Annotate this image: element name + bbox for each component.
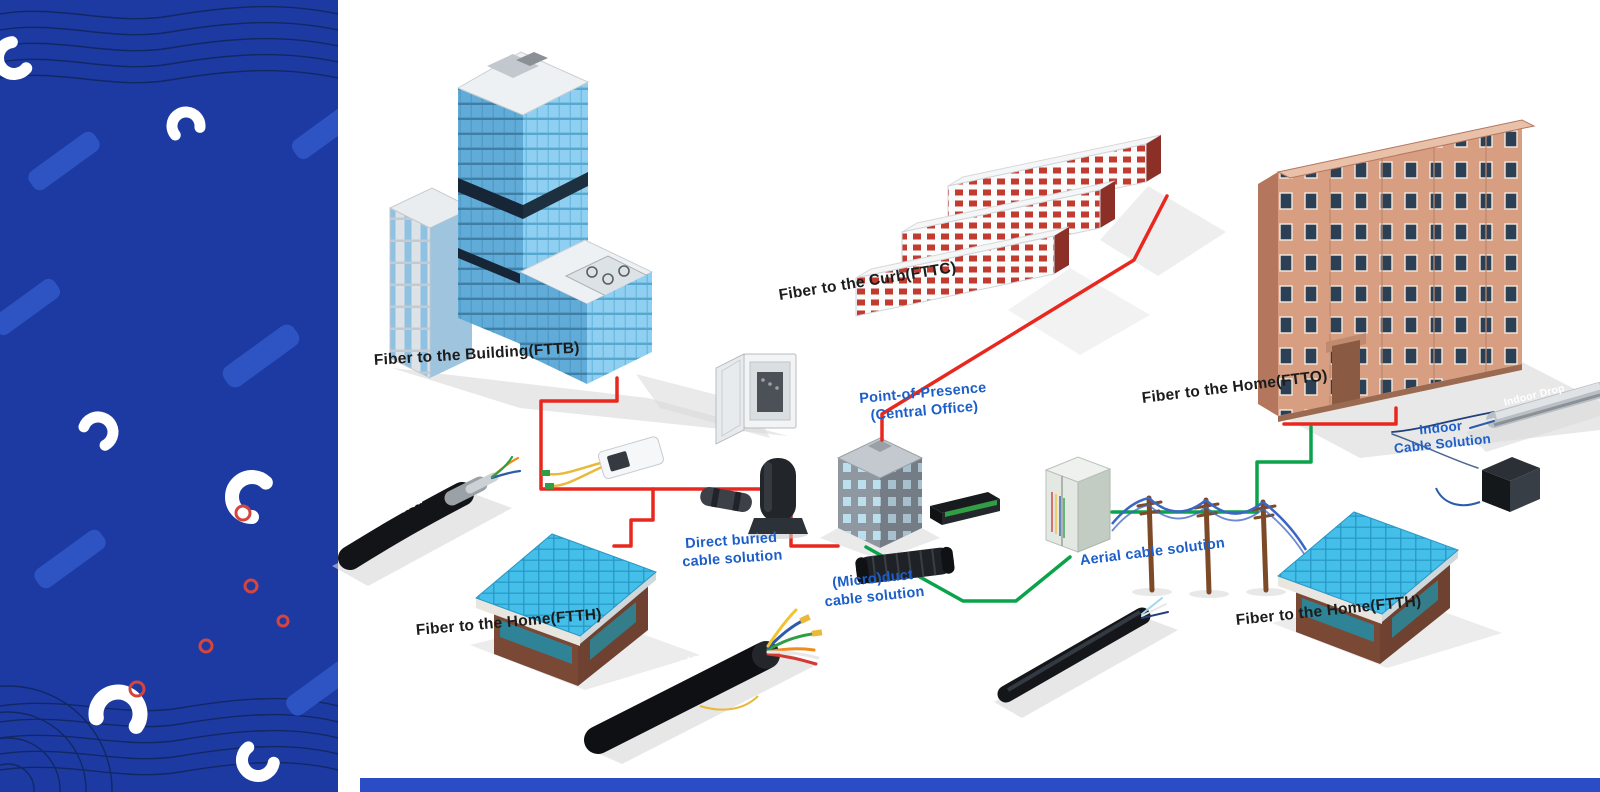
sc-connector (545, 483, 554, 489)
house-eave-right (580, 572, 656, 644)
fttb-band (458, 178, 523, 219)
dome-closure (748, 458, 808, 539)
panel-hook-shapes (0, 36, 280, 782)
decorative-panel (0, 0, 338, 792)
ftto-building (1258, 119, 1536, 422)
wall-box-door-inner (721, 359, 741, 437)
joint-closure (855, 546, 955, 585)
mpo-cassette (930, 492, 1000, 525)
red-cable-path-ftto (1282, 406, 1398, 426)
co-roof (836, 437, 924, 479)
panel-topo-lines-top (0, 5, 338, 84)
fttb-annex-left-front (389, 207, 431, 379)
fttb-ac-fan (602, 273, 614, 285)
panel-brick-shapes (0, 102, 338, 716)
splitter-pigtail (547, 460, 605, 476)
ftto-end-face (1258, 172, 1278, 416)
wall-box-port (775, 386, 779, 390)
fiber-splitter (541, 436, 664, 489)
house-right-window (590, 602, 636, 660)
indoor-fiber-line (1391, 411, 1495, 433)
fttb-annex-left-face2 (520, 272, 587, 384)
street-cabinet (1044, 456, 1112, 553)
aerial-cable (1111, 496, 1308, 558)
panel-topo-lines-bottom (0, 685, 338, 792)
splitter-pigtail (551, 464, 605, 488)
utility-poles (1136, 495, 1277, 595)
co-right-windows (880, 458, 922, 548)
house-eave (476, 598, 580, 646)
inline-closure (700, 487, 752, 512)
fttc-row (901, 180, 1116, 271)
fttc-row (947, 134, 1162, 225)
panel-ring-dots (128, 504, 290, 698)
cabinet-fibers (1051, 492, 1065, 538)
house-front-glass (500, 620, 572, 664)
ftto-entrance (1332, 340, 1360, 405)
fttb-roof-block (516, 52, 548, 66)
micro-duct-cable (584, 608, 823, 764)
fttc-row (855, 226, 1070, 317)
ftto-roof-edge (1276, 119, 1536, 179)
wall-mounted-terminal-box (715, 353, 797, 445)
fttb-ac-fan (618, 265, 630, 277)
fttb-band (458, 248, 523, 285)
ug-armored-cable (332, 455, 522, 586)
splitter-label-area (607, 451, 630, 472)
ftto-section-lines (1329, 128, 1487, 405)
fttb-band (523, 172, 588, 219)
fttb-tower-left-face (458, 88, 523, 345)
ftth-house-right (1271, 511, 1503, 669)
fttb-annex-right-face (587, 272, 652, 384)
co-roof-box (868, 440, 892, 452)
fttc-buildings (855, 134, 1162, 317)
bottom-stripe (360, 778, 1600, 792)
fttb-building (388, 51, 654, 384)
house-roof (475, 533, 657, 637)
ont-device (1435, 457, 1540, 512)
co-left-windows (838, 458, 880, 548)
ftto-base (1278, 364, 1522, 422)
wall-box-port (761, 378, 765, 382)
wall-box-panel (757, 372, 783, 412)
indoor-fiber-line2 (1391, 433, 1479, 469)
sc-connector (541, 470, 550, 476)
central-office-building (836, 437, 924, 548)
red-cable-path-fttc (880, 194, 1169, 442)
wall-box-port (768, 382, 772, 386)
ftth-house-left (470, 533, 700, 690)
indoor-drop-cable (1466, 382, 1600, 452)
red-cable-path-trunk (651, 487, 840, 548)
outdoor-drop-cable (994, 597, 1178, 718)
fttb-ac-fan (586, 266, 598, 278)
